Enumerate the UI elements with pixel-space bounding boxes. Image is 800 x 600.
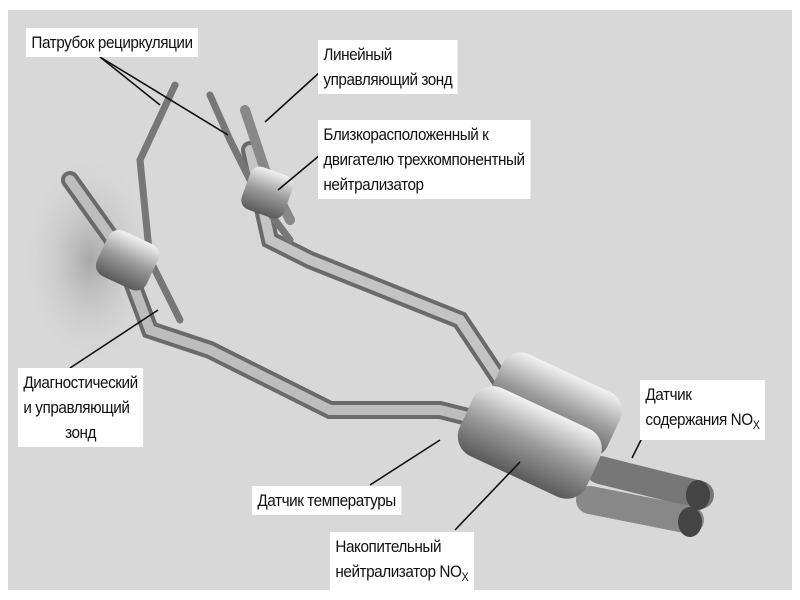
- label-temperature-sensor: Датчик температуры: [252, 486, 402, 515]
- leader-lines: [69, 56, 646, 531]
- label-text: Патрубок рециркуляции: [31, 33, 193, 52]
- label-text: двигателю трехкомпонентный: [323, 150, 525, 169]
- label-text: зонд: [65, 423, 97, 442]
- label-linear-probe: Линейный управляющий зонд: [318, 40, 458, 94]
- label-close-coupled-catalyst: Близкорасположенный к двигателю трехкомп…: [318, 120, 531, 199]
- label-text: нейтрализатор NO: [335, 562, 462, 581]
- label-egr-pipe: Патрубок рециркуляции: [26, 28, 198, 57]
- label-subscript: X: [752, 418, 760, 432]
- label-nox-storage-catalyst: Накопительный нейтрализатор NOX: [330, 532, 474, 592]
- label-text: Датчик: [645, 385, 692, 404]
- label-text: содержания NO: [645, 410, 753, 429]
- label-text: управляющий зонд: [323, 70, 453, 89]
- catalysts: [95, 166, 710, 537]
- label-text: Диагностический: [23, 373, 138, 392]
- shadow: [20, 150, 160, 370]
- label-text: Датчик температуры: [257, 491, 396, 510]
- label-text: Накопительный: [335, 537, 442, 556]
- label-text: и управляющий: [23, 398, 130, 417]
- label-text: нейтрализатор: [323, 175, 424, 194]
- label-nox-sensor: Датчик содержания NOX: [640, 380, 765, 440]
- label-text: Линейный: [323, 45, 392, 64]
- label-text: Близкорасположенный к: [323, 125, 489, 144]
- label-subscript: X: [461, 570, 469, 584]
- label-diagnostic-probe: Диагностический и управляющий зонд: [18, 368, 144, 447]
